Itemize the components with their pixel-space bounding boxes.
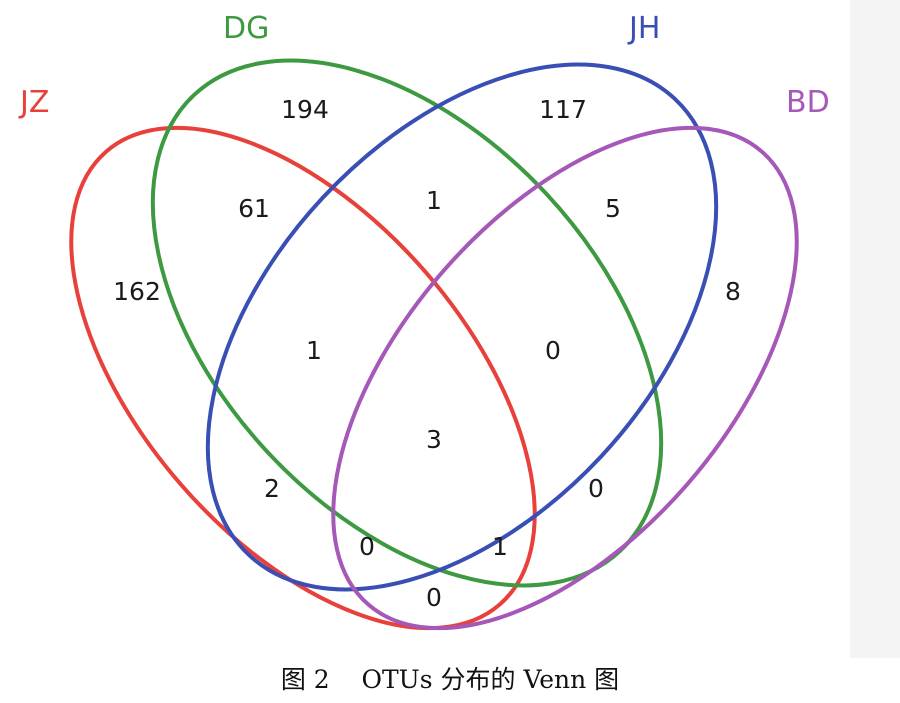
region-dg-bd: 0	[588, 474, 604, 503]
caption-text: OTUs 分布的 Venn 图	[361, 665, 620, 694]
venn-diagram: JZ DG JH BD 162 194 117 8 61 1 5 1 0 3 2…	[18, 11, 830, 631]
region-jh-only: 117	[539, 95, 587, 124]
region-jz-dg-jh: 1	[306, 336, 322, 365]
figure-panel	[0, 0, 850, 658]
region-dg-only: 194	[281, 95, 329, 124]
ellipse-jh	[205, 62, 719, 592]
figure-caption: 图 2 OTUs 分布的 Venn 图	[0, 660, 900, 700]
region-jz-jh: 2	[264, 474, 280, 503]
set-label-bd: BD	[786, 85, 830, 120]
set-label-jz: JZ	[18, 85, 49, 120]
region-all: 3	[426, 425, 442, 454]
region-jz-only: 162	[113, 277, 161, 306]
region-jz-jh-bd: 0	[359, 532, 375, 561]
region-dg-jh-bd: 0	[545, 336, 561, 365]
ellipse-bd	[331, 125, 799, 631]
region-jz-dg-bd: 1	[492, 532, 508, 561]
ellipse-jz	[69, 125, 537, 631]
region-dg-jh: 1	[426, 186, 442, 215]
region-jz-dg: 61	[238, 194, 270, 223]
set-label-jh: JH	[627, 11, 660, 46]
region-jz-bd: 0	[426, 583, 442, 612]
region-bd-only: 8	[725, 277, 741, 306]
set-label-dg: DG	[223, 11, 269, 46]
ellipse-dg	[150, 58, 664, 588]
region-jh-bd: 5	[605, 194, 621, 223]
caption-figure-number: 图 2	[280, 665, 330, 694]
